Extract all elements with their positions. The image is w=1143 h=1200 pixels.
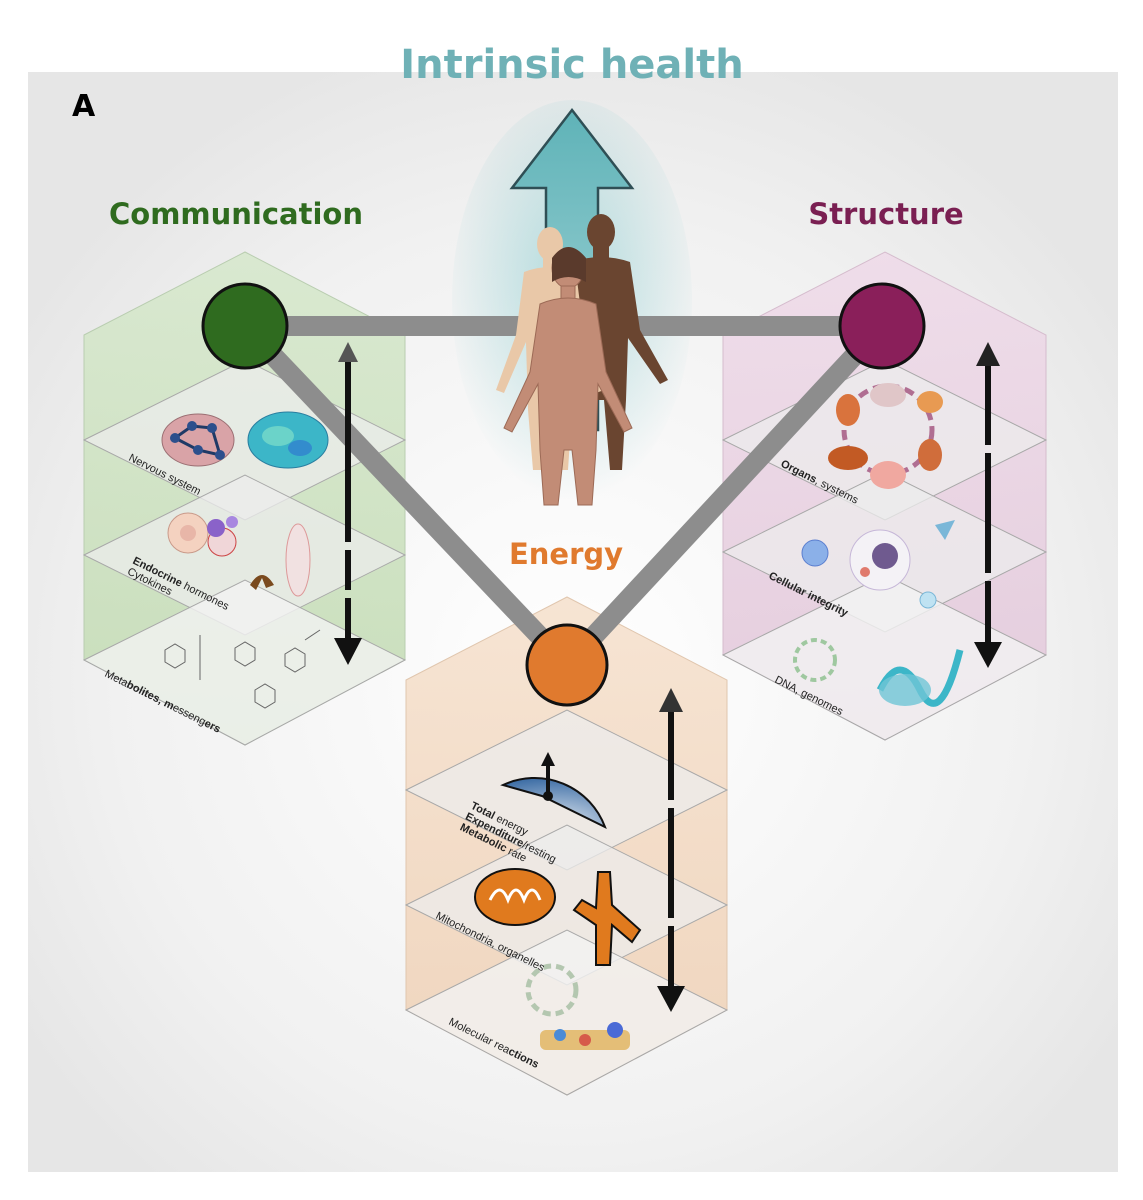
mitochondrial-network-icon: [572, 871, 642, 966]
molecular-illustration: [525, 963, 630, 1050]
gauge-icon: [500, 777, 607, 830]
energy-scale-arrow: [657, 688, 685, 1012]
mitochondrion-icon: [474, 868, 556, 926]
dna-illustration: [793, 638, 964, 707]
energy-plane-3: [404, 929, 729, 1096]
mitochondria-illustration: [474, 868, 642, 966]
nervous-system-illustration: [161, 411, 329, 469]
structure-node: [838, 282, 926, 370]
gland-icon: [250, 575, 274, 590]
neuron-icon: [935, 520, 955, 540]
stem-cell-icon: [801, 539, 829, 567]
brain-icon: [870, 383, 906, 407]
lungs-icon: [836, 394, 860, 426]
endocrine-illustration: [167, 512, 311, 597]
structure-scale-arrow: [974, 342, 1002, 668]
figure-front: [503, 247, 633, 506]
liver-icon: [828, 446, 868, 470]
arrow-down-icon: [334, 638, 362, 665]
metabolic-rate-illustration: [500, 752, 607, 830]
metabolites-illustration: [164, 629, 321, 709]
plasmid-icon: [793, 638, 837, 682]
arrow-up-icon: [659, 688, 683, 712]
intestine-icon: [870, 461, 906, 489]
communication-plane-3: [82, 579, 407, 746]
connector-communication-energy: [235, 316, 577, 675]
panel-letter: A: [72, 89, 96, 124]
structure-label: Structure: [808, 197, 963, 231]
structure-plane-3: [721, 574, 1048, 741]
arrow-up-icon: [976, 342, 1000, 366]
communication-node: [201, 282, 289, 370]
energy-node: [525, 623, 609, 707]
arrow-down-icon: [657, 986, 685, 1012]
human-figures-icon: [496, 214, 668, 506]
connector-structure-energy: [557, 316, 892, 675]
organs-illustration: [828, 383, 943, 489]
body-vessels-icon: [285, 523, 311, 597]
communication-label: Communication: [109, 197, 363, 231]
reaction-cycle-icon: [525, 963, 579, 1017]
diagram-title: Intrinsic health: [400, 42, 743, 88]
cellular-illustration: [801, 520, 955, 609]
communication-scale-arrow: [334, 342, 362, 665]
arrow-up-icon: [338, 342, 358, 362]
energy-label: Energy: [509, 537, 623, 571]
kidney-icon: [918, 439, 942, 471]
molecule-icon: [164, 643, 186, 669]
eye-icon: [917, 391, 943, 413]
arrow-down-icon: [974, 642, 1002, 668]
